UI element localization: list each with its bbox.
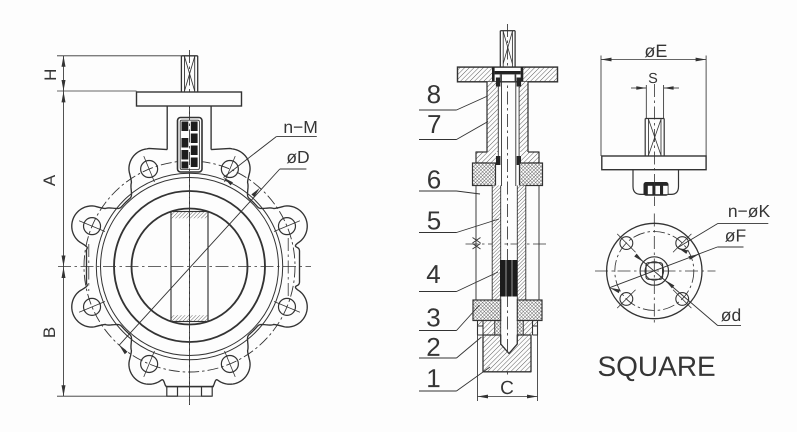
svg-text:2: 2	[426, 332, 440, 362]
svg-text:1: 1	[426, 363, 440, 393]
svg-text:5: 5	[427, 205, 441, 235]
svg-text:øD: øD	[286, 147, 309, 167]
svg-text:H: H	[41, 69, 60, 81]
svg-text:øE: øE	[644, 41, 667, 61]
svg-text:SQUARE: SQUARE	[597, 351, 715, 382]
svg-text:n−M: n−M	[283, 117, 318, 137]
svg-text:n−øK: n−øK	[728, 201, 771, 221]
svg-text:8: 8	[427, 79, 441, 109]
svg-text:S: S	[648, 71, 658, 87]
svg-text:A: A	[40, 174, 59, 186]
svg-text:6: 6	[427, 164, 441, 194]
svg-text:C: C	[500, 378, 514, 399]
svg-text:ød: ød	[721, 305, 741, 325]
svg-text:7: 7	[427, 109, 441, 139]
svg-text:4: 4	[426, 259, 440, 289]
svg-text:B: B	[40, 327, 59, 338]
svg-text:3: 3	[426, 302, 440, 332]
svg-text:øF: øF	[725, 225, 746, 245]
